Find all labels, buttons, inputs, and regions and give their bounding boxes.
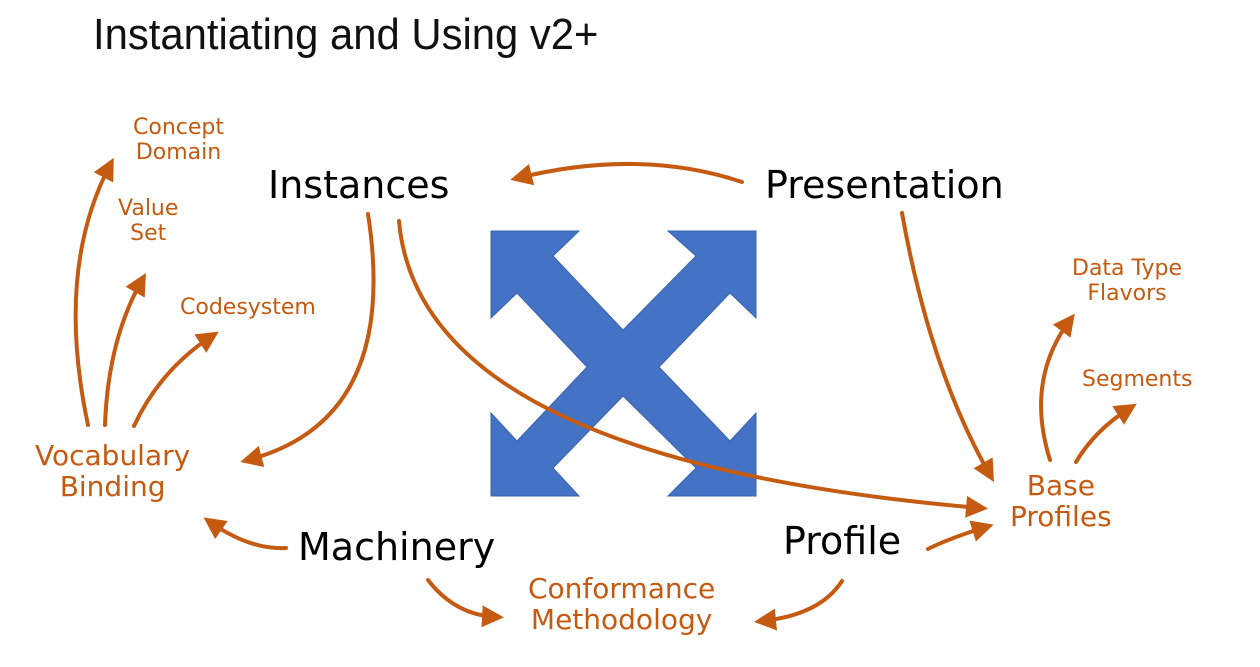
node-profile: Profile bbox=[783, 519, 902, 563]
four-way-diagonal-arrows-icon bbox=[490, 230, 757, 497]
arrow-machinery-to-vocabulary-binding bbox=[203, 517, 288, 551]
arrow-profile-to-base-profiles bbox=[926, 520, 994, 551]
arrow-vocabulary-binding-to-value-set bbox=[103, 273, 146, 427]
arrow-presentation-to-instances bbox=[510, 162, 744, 186]
arrow-presentation-to-base-profiles bbox=[900, 211, 994, 482]
node-vocabulary-binding: Vocabulary Binding bbox=[35, 439, 191, 504]
arrow-base-profiles-to-segments bbox=[1074, 403, 1137, 464]
node-value-set: Value Set bbox=[118, 196, 179, 246]
arrow-instances-to-base-profiles bbox=[397, 219, 988, 518]
arrow-machinery-to-conformance bbox=[426, 578, 504, 628]
node-codesystem: Codesystem bbox=[180, 295, 316, 320]
arrow-vocabulary-binding-to-concept-domain bbox=[73, 157, 114, 427]
node-instances: Instances bbox=[268, 163, 450, 207]
node-presentation: Presentation bbox=[765, 163, 1004, 207]
slide-title: Instantiating and Using v2+ bbox=[93, 10, 599, 59]
arrow-instances-to-vocabulary-binding bbox=[240, 212, 376, 468]
node-conformance-methodology: Conformance Methodology bbox=[528, 572, 716, 637]
node-base-profiles: Base Profiles bbox=[1010, 469, 1112, 534]
node-segments: Segments bbox=[1082, 367, 1193, 392]
node-machinery: Machinery bbox=[298, 525, 496, 569]
node-concept-domain: Concept Domain bbox=[133, 115, 224, 165]
arrow-vocabulary-binding-to-codesystem bbox=[132, 331, 219, 428]
node-data-type-flavors: Data Type Flavors bbox=[1072, 256, 1183, 306]
arrow-profile-to-conformance bbox=[754, 579, 844, 631]
arrow-base-profiles-to-data-type-flavors bbox=[1039, 313, 1075, 462]
